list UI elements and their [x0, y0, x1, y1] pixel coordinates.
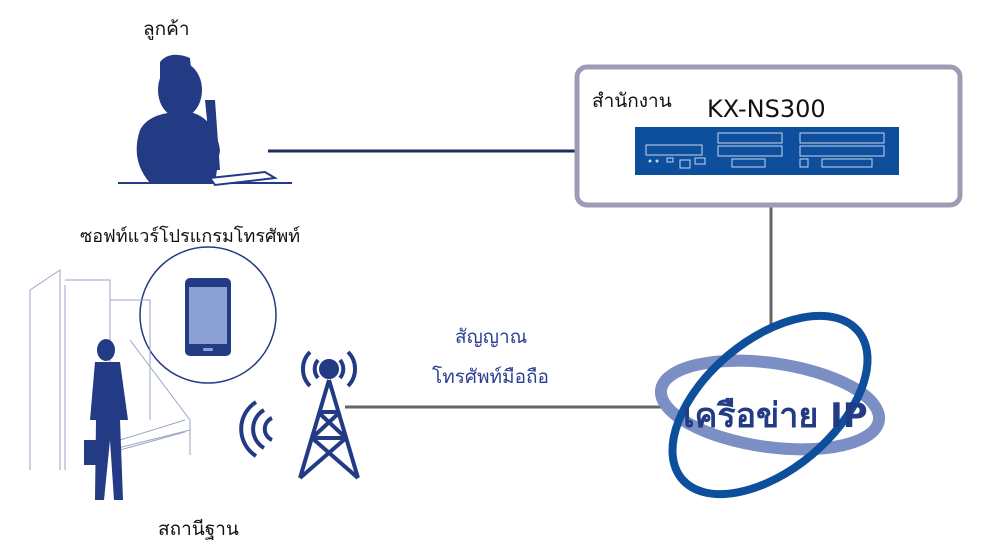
- ip-network-label: เครือข่าย IP: [683, 396, 868, 436]
- base-station-label: สถานีฐาน: [158, 518, 239, 540]
- customer-label: ลูกค้า: [143, 18, 190, 40]
- pbx-device-icon: [635, 127, 899, 175]
- office-label: สำนักงาน: [592, 90, 672, 112]
- customer-figure-icon: [118, 54, 292, 187]
- ip-network-logo: [654, 311, 886, 499]
- wireless-signal-icon: [239, 400, 273, 458]
- mobile-signal-label-line2: โทรศัพท์มือถือ: [432, 366, 549, 388]
- mobile-signal-label-line1: สัญญาณ: [455, 326, 528, 348]
- businessman-figure-icon: [84, 339, 128, 500]
- softphone-arrow: [268, 141, 620, 161]
- city-background: [29, 269, 191, 470]
- smartphone-icon: [139, 246, 277, 384]
- pbx-model-label: KX-NS300: [707, 95, 826, 123]
- softphone-label: ซอฟท์แวร์โปรแกรมโทรศัพท์: [80, 226, 301, 247]
- cell-tower-icon: [298, 350, 360, 480]
